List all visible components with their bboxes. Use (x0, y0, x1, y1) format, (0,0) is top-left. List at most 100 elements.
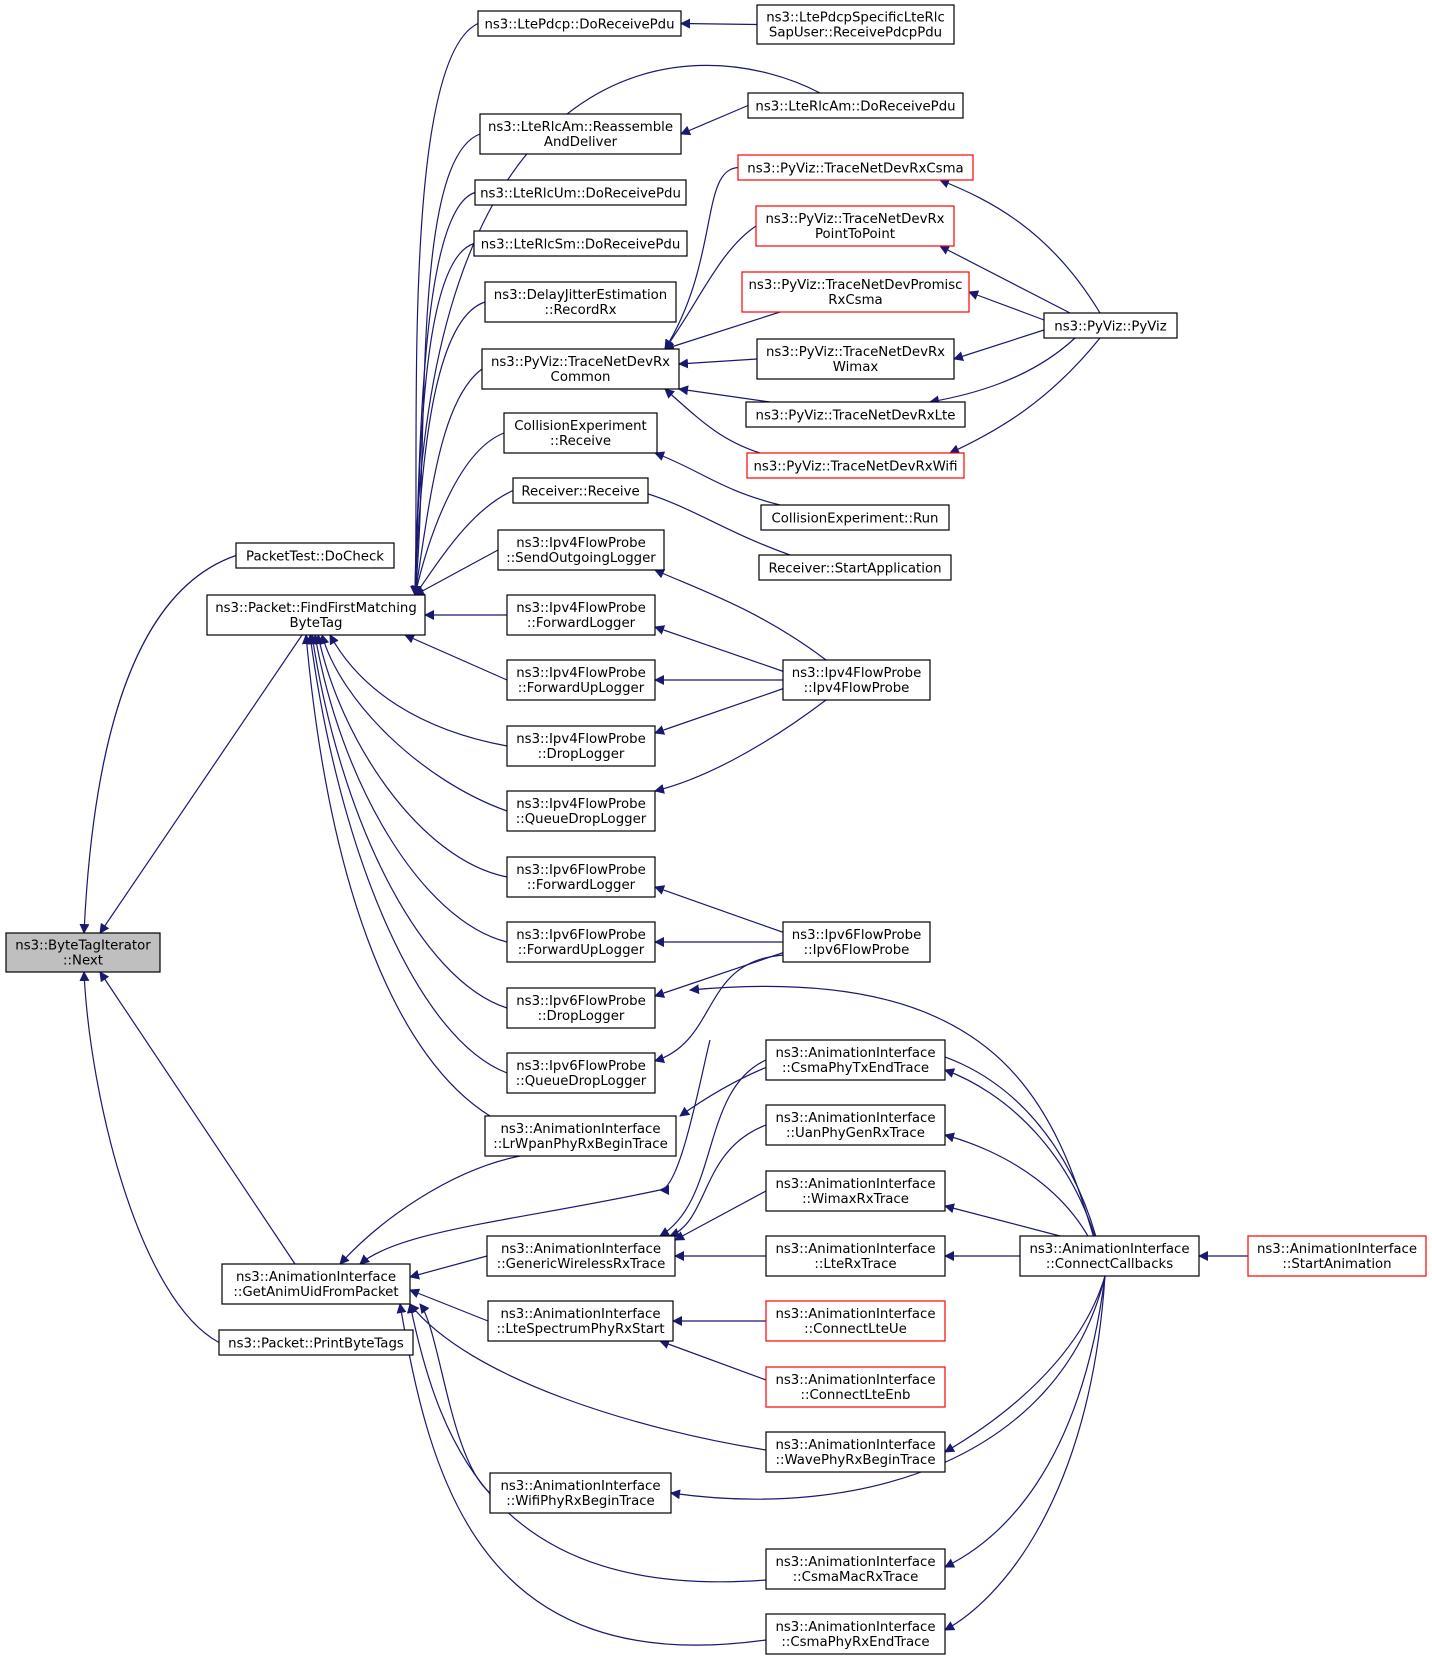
node-csmaphyrxend[interactable]: ns3::AnimationInterface::CsmaPhyRxEndTra… (765, 1613, 946, 1655)
node-genericwireless[interactable]: ns3::AnimationInterface::GenericWireless… (486, 1235, 676, 1277)
node-collision-run[interactable]: CollisionExperiment::Run (760, 504, 950, 531)
call-edge-53 (419, 1303, 491, 1494)
call-edge-68 (944, 1275, 1106, 1453)
call-edge-42 (654, 687, 786, 735)
node-connectcallbacks[interactable]: ns3::AnimationInterface::ConnectCallback… (1019, 1235, 1200, 1277)
node-ltespectrum[interactable]: ns3::AnimationInterface::LteSpectrumPhyR… (487, 1300, 674, 1342)
node-startanimation[interactable]: ns3::AnimationInterface::StartAnimation (1247, 1235, 1427, 1277)
node-label-line: ns3::LtePdcp::DoReceivePdu (484, 18, 674, 33)
node-ipv4-forwardup[interactable]: ns3::Ipv4FlowProbe::ForwardUpLogger (506, 659, 656, 701)
node-csmaphytxend[interactable]: ns3::AnimationInterface::CsmaPhyTxEndTra… (765, 1039, 946, 1081)
node-ipv6-forward[interactable]: ns3::Ipv6FlowProbe::ForwardLogger (506, 856, 656, 898)
node-ipv4-drop[interactable]: ns3::Ipv4FlowProbe::DropLogger (506, 725, 656, 767)
node-connectlteenb[interactable]: ns3::AnimationInterface::ConnectLteEnb (765, 1366, 946, 1408)
call-edge-46 (654, 951, 786, 998)
node-label-line: ns3::Ipv6FlowProbe (516, 928, 646, 943)
call-edge-44 (654, 885, 786, 934)
node-label-line: ns3::Packet::FindFirstMatching (215, 601, 417, 616)
node-wavephy[interactable]: ns3::AnimationInterface::WavePhyRxBeginT… (765, 1431, 946, 1473)
call-edge-15 (404, 634, 508, 681)
call-edge-35 (680, 18, 758, 29)
node-box (1247, 1235, 1427, 1277)
node-label-line: ns3::AnimationInterface (1257, 1242, 1417, 1257)
node-label-line: ::LteRxTrace (814, 1257, 896, 1272)
node-label-line: ns3::AnimationInterface (500, 1122, 660, 1137)
node-ipv4-queuedrop[interactable]: ns3::Ipv4FlowProbe::QueueDropLogger (506, 790, 656, 832)
call-edge-48 (339, 1155, 521, 1265)
node-lterlcsm[interactable]: ns3::LteRlcSm::DoReceivePdu (473, 230, 688, 257)
node-label-line: ::ForwardLogger (527, 878, 636, 893)
node-label-line: ns3::ByteTagIterator (15, 939, 151, 954)
node-ipv4-send[interactable]: ns3::Ipv4FlowProbe::SendOutgoingLogger (497, 529, 665, 571)
node-label-line: RxCsma (828, 293, 882, 308)
node-label-line: ns3::AnimationInterface (500, 1479, 660, 1494)
node-box (481, 348, 680, 390)
node-label-line: Wimax (833, 360, 879, 375)
node-box (756, 338, 955, 380)
node-connectlteue[interactable]: ns3::AnimationInterface::ConnectLteUe (765, 1300, 946, 1342)
node-label-line: ns3::AnimationInterface (775, 1555, 935, 1570)
node-ipv4-forward[interactable]: ns3::Ipv4FlowProbe::ForwardLogger (506, 594, 656, 636)
node-label-line: ns3::AnimationInterface (775, 1438, 935, 1453)
node-lterlcum[interactable]: ns3::LteRlcUm::DoReceivePdu (474, 179, 687, 206)
call-edge-21 (306, 634, 508, 1074)
node-label-line: Receiver::StartApplication (768, 562, 941, 577)
call-edge-59 (674, 1190, 767, 1241)
node-receiver-start[interactable]: Receiver::StartApplication (758, 554, 952, 581)
node-ipv6-queuedrop[interactable]: ns3::Ipv6FlowProbe::QueueDropLogger (506, 1052, 656, 1094)
node-box (506, 987, 656, 1029)
node-csmamacrx[interactable]: ns3::AnimationInterface::CsmaMacRxTrace (765, 1548, 946, 1590)
node-wimaxrx[interactable]: ns3::AnimationInterface::WimaxRxTrace (765, 1170, 946, 1212)
node-label-line: ns3::Ipv4FlowProbe (516, 732, 646, 747)
node-box (755, 205, 955, 247)
node-label-line: ns3::Packet::PrintByteTags (228, 1337, 404, 1352)
node-label-line: ns3::Ipv6FlowProbe (516, 863, 646, 878)
node-label-line: ns3::DelayJitterEstimation (494, 288, 667, 303)
node-delayjitter[interactable]: ns3::DelayJitterEstimation::RecordRx (484, 281, 677, 323)
node-box (221, 1263, 411, 1305)
node-getanimuid[interactable]: ns3::AnimationInterface::GetAnimUidFromP… (221, 1263, 411, 1305)
node-pyviz-wifi[interactable]: ns3::PyViz::TraceNetDevRxWifi (746, 452, 965, 479)
node-box (489, 1472, 672, 1514)
node-label-line: ::GetAnimUidFromPacket (233, 1285, 398, 1300)
node-label-line: Common (551, 370, 611, 385)
node-receiver-receive[interactable]: Receiver::Receive (512, 477, 649, 504)
node-ipv4-probe[interactable]: ns3::Ipv4FlowProbe::Ipv4FlowProbe (782, 659, 931, 701)
node-box (506, 790, 656, 832)
call-edge-39 (654, 569, 827, 661)
node-wifiphy[interactable]: ns3::AnimationInterface::WifiPhyRxBeginT… (489, 1472, 672, 1514)
node-label-line: ::ConnectLteEnb (800, 1388, 910, 1403)
node-pyviz-lte[interactable]: ns3::PyViz::TraceNetDevRxLte (745, 401, 966, 428)
node-pyviz-csma[interactable]: ns3::PyViz::TraceNetDevRxCsma (737, 154, 974, 181)
node-label-line: ns3::AnimationInterface (500, 1307, 660, 1322)
node-box (1043, 312, 1178, 339)
node-uanphygenrx[interactable]: ns3::AnimationInterface::UanPhyGenRxTrac… (765, 1104, 946, 1146)
node-label-line: ns3::PyViz::TraceNetDevPromisc (749, 278, 963, 293)
node-box (765, 1170, 946, 1212)
node-next[interactable]: ns3::ByteTagIterator::Next (5, 932, 161, 973)
node-ltepdcpsap[interactable]: ns3::LtePdcpSpecificLteRlcSapUser::Recei… (756, 4, 955, 45)
node-pyviz[interactable]: ns3::PyViz::PyViz (1043, 312, 1178, 339)
node-lrwpan[interactable]: ns3::AnimationInterface::LrWpanPhyRxBegi… (484, 1115, 677, 1157)
node-label-line: Receiver::Receive (521, 485, 639, 500)
node-printbytetags[interactable]: ns3::Packet::PrintByteTags (218, 1329, 414, 1356)
node-ipv6-forwardup[interactable]: ns3::Ipv6FlowProbe::ForwardUpLogger (506, 921, 656, 963)
node-label-line: ns3::AnimationInterface (501, 1242, 661, 1257)
node-collision-receive[interactable]: CollisionExperiment::Receive (503, 412, 658, 454)
call-edge-37 (654, 451, 781, 506)
node-label-line: ns3::AnimationInterface (236, 1270, 396, 1285)
node-ipv6-probe[interactable]: ns3::Ipv6FlowProbe::Ipv6FlowProbe (782, 921, 931, 963)
node-box (746, 452, 965, 479)
node-lterlcam-doreceive[interactable]: ns3::LteRlcAm::DoReceivePdu (747, 92, 964, 119)
node-ipv6-drop[interactable]: ns3::Ipv6FlowProbe::DropLogger (506, 987, 656, 1029)
node-ltepdcp-doreceive[interactable]: ns3::LtePdcp::DoReceivePdu (477, 10, 682, 37)
node-lterx[interactable]: ns3::AnimationInterface::LteRxTrace (765, 1235, 946, 1277)
call-edge-33 (929, 337, 1076, 406)
node-packettest-docheck[interactable]: PacketTest::DoCheck (235, 542, 395, 569)
